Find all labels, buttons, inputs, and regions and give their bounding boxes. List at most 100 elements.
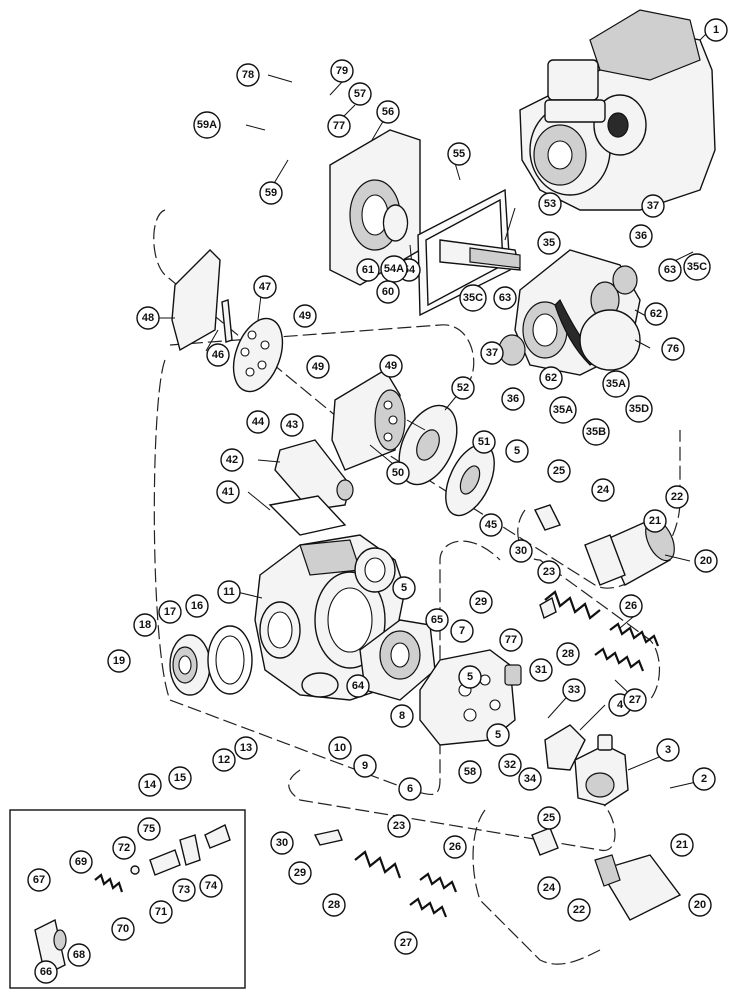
callout-circle <box>602 370 630 398</box>
callout-number: 59 <box>265 187 277 199</box>
callout-number: 37 <box>647 200 659 212</box>
callout-1: 1 <box>704 18 728 42</box>
valve-plate-51 <box>398 404 458 486</box>
callout-46: 46 <box>206 343 230 367</box>
callout-58: 58 <box>458 760 482 784</box>
callout-number: 17 <box>164 606 176 618</box>
callout-number: 49 <box>299 310 311 322</box>
callout-circle <box>107 649 131 673</box>
callout-74: 74 <box>199 874 223 898</box>
callout-number: 52 <box>457 382 469 394</box>
callout-number: 66 <box>40 966 52 978</box>
callout-3: 3 <box>656 738 680 762</box>
callout-circle <box>501 387 525 411</box>
callout-number: 3 <box>665 744 671 756</box>
callout-circle <box>379 354 403 378</box>
callout-number: 77 <box>333 120 345 132</box>
callout-number: 45 <box>485 519 497 531</box>
callout-37: 37 <box>480 341 504 365</box>
callout-number: 42 <box>226 454 238 466</box>
callout-number: 13 <box>240 742 252 754</box>
callout-circle <box>330 59 354 83</box>
callout-number: 35C <box>687 261 707 273</box>
callout-77: 77 <box>499 628 523 652</box>
callout-62: 62 <box>644 302 668 326</box>
callout-circle <box>306 355 330 379</box>
callout-2: 2 <box>692 767 716 791</box>
callout-circle <box>661 337 685 361</box>
callout-number: 11 <box>223 586 235 598</box>
callout-number: 59A <box>197 119 217 131</box>
callout-26: 26 <box>443 835 467 859</box>
callout-number: 8 <box>399 710 405 722</box>
callout-number: 15 <box>174 772 186 784</box>
callout-circle <box>529 658 553 682</box>
callout-circle <box>27 868 51 892</box>
callout-number: 25 <box>543 812 555 824</box>
callout-circle <box>694 549 718 573</box>
callout-circle <box>459 284 487 312</box>
callout-number: 58 <box>464 766 476 778</box>
callout-76: 76 <box>661 337 685 361</box>
callout-circle <box>34 960 58 984</box>
callout-number: 50 <box>392 467 404 479</box>
callout-number: 68 <box>73 949 85 961</box>
callout-circle <box>537 806 561 830</box>
callout-35a: 35A <box>549 396 577 424</box>
callout-circle <box>493 286 517 310</box>
callout-circle <box>253 275 277 299</box>
callout-number: 26 <box>625 600 637 612</box>
callout-49: 49 <box>293 304 317 328</box>
callout-25: 25 <box>537 806 561 830</box>
callout-35: 35 <box>537 231 561 255</box>
callout-circle <box>390 704 414 728</box>
callout-number: 35 <box>543 237 555 249</box>
callout-60: 60 <box>376 280 400 304</box>
callout-number: 35D <box>629 403 649 415</box>
callout-number: 76 <box>667 343 679 355</box>
callout-circle <box>293 304 317 328</box>
callout-64: 64 <box>346 674 370 698</box>
callout-23: 23 <box>537 560 561 584</box>
gasket-16 <box>207 625 253 695</box>
callout-5: 5 <box>486 723 510 747</box>
plug-25-lower <box>531 827 559 856</box>
callout-circle <box>398 777 422 801</box>
callout-62: 62 <box>539 366 563 390</box>
callout-number: 54A <box>384 263 404 275</box>
callout-54a: 54A <box>380 255 408 283</box>
callout-number: 20 <box>700 555 712 567</box>
callout-circle <box>133 613 157 637</box>
callout-number: 79 <box>336 65 348 77</box>
callout-circle <box>450 619 474 643</box>
callout-number: 23 <box>543 566 555 578</box>
callout-63: 63 <box>658 258 682 282</box>
callout-59a: 59A <box>193 111 221 139</box>
spring-assembly-23-upper <box>539 590 601 620</box>
callout-circle <box>217 580 241 604</box>
callout-circle <box>158 600 182 624</box>
callout-circle <box>185 594 209 618</box>
callout-circle <box>486 723 510 747</box>
callout-circle <box>236 63 260 87</box>
callout-number: 12 <box>218 754 230 766</box>
callout-circle <box>67 943 91 967</box>
callout-44: 44 <box>246 410 270 434</box>
callout-circle <box>138 773 162 797</box>
callout-27: 27 <box>394 931 418 955</box>
callout-number: 73 <box>178 884 190 896</box>
callout-circle <box>665 485 689 509</box>
callout-72: 72 <box>112 836 136 860</box>
callout-circle <box>518 767 542 791</box>
callout-number: 49 <box>385 360 397 372</box>
callout-number: 55 <box>453 148 465 160</box>
callout-22: 22 <box>567 898 591 922</box>
callout-number: 6 <box>407 783 413 795</box>
callout-circle <box>288 861 312 885</box>
callout-number: 5 <box>495 729 501 741</box>
callout-circle <box>567 898 591 922</box>
callout-77: 77 <box>327 114 351 138</box>
callout-29: 29 <box>469 590 493 614</box>
callout-59: 59 <box>259 181 283 205</box>
